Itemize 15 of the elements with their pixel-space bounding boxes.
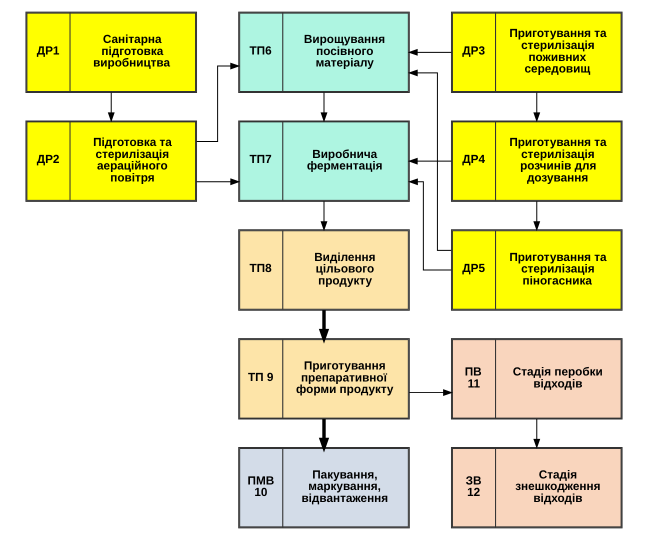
arrow — [407, 69, 452, 251]
arrow — [196, 62, 240, 142]
arrow — [318, 310, 329, 344]
arrow — [320, 92, 327, 122]
arrow — [407, 158, 452, 165]
arrow — [318, 419, 329, 452]
arrow — [408, 389, 452, 396]
arrow — [532, 418, 540, 449]
arrow — [407, 48, 452, 56]
arrow — [408, 178, 452, 270]
arrow — [196, 178, 240, 186]
arrow — [320, 200, 327, 232]
arrow — [532, 200, 540, 232]
arrow — [107, 92, 114, 122]
arrow — [532, 92, 540, 122]
